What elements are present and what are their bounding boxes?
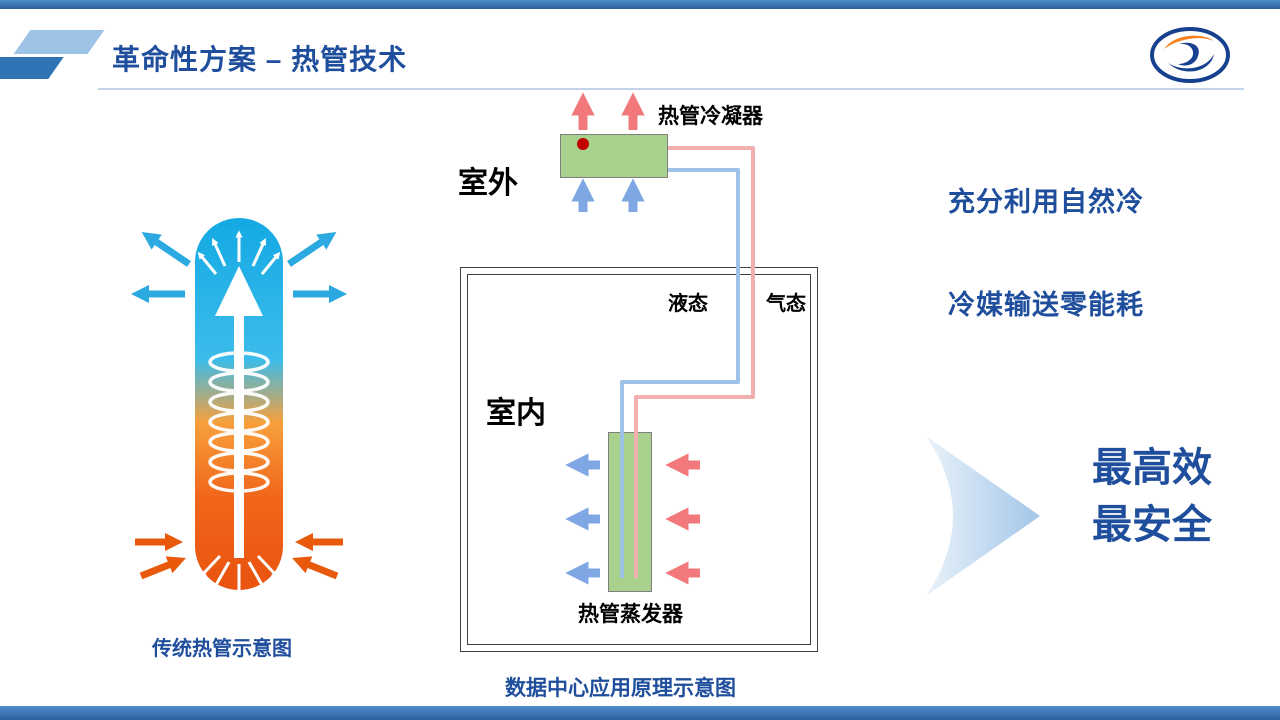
wick-coil-icon xyxy=(208,351,270,493)
traditional-heat-pipe-figure xyxy=(130,218,348,598)
header-divider xyxy=(98,88,1244,90)
benefit-text-2: 冷媒输送零能耗 xyxy=(948,290,1144,320)
highlight-line-1: 最高效 xyxy=(1092,446,1212,490)
evaporator-block xyxy=(608,432,652,592)
company-logo-icon xyxy=(1150,27,1230,83)
liquid-state-label: 液态 xyxy=(668,293,708,315)
bottom-accent-bar xyxy=(0,706,1280,720)
chevron-arrow-icon xyxy=(926,436,1040,596)
gas-state-label: 气态 xyxy=(766,293,806,315)
heat-in-hot-arrows-icon xyxy=(135,532,343,580)
condenser-exhaust-arrows-icon xyxy=(571,92,645,130)
condense-burst-icon xyxy=(197,230,281,275)
page-title: 革命性方案 – 热管技术 xyxy=(112,44,408,75)
top-accent-bar xyxy=(0,0,1280,9)
condenser-intake-arrows-icon xyxy=(571,178,645,212)
heat-out-cold-arrows-icon xyxy=(130,231,348,304)
left-figure-caption: 传统热管示意图 xyxy=(152,638,292,660)
condenser-block xyxy=(560,134,668,178)
indoor-label: 室内 xyxy=(486,397,546,430)
evaporator-label: 热管蒸发器 xyxy=(578,603,683,626)
highlight-text: 最高效 最安全 xyxy=(1062,440,1242,554)
benefit-text-1: 充分利用自然冷 xyxy=(948,187,1144,217)
evaporate-burst-icon xyxy=(199,554,279,598)
diagram-caption: 数据中心应用原理示意图 xyxy=(505,677,736,700)
header-decoration-light xyxy=(13,30,105,54)
highlight-line-2: 最安全 xyxy=(1092,503,1212,547)
outdoor-label: 室外 xyxy=(458,167,518,200)
condenser-label: 热管冷凝器 xyxy=(658,105,763,128)
header-decoration-dark xyxy=(0,57,64,79)
